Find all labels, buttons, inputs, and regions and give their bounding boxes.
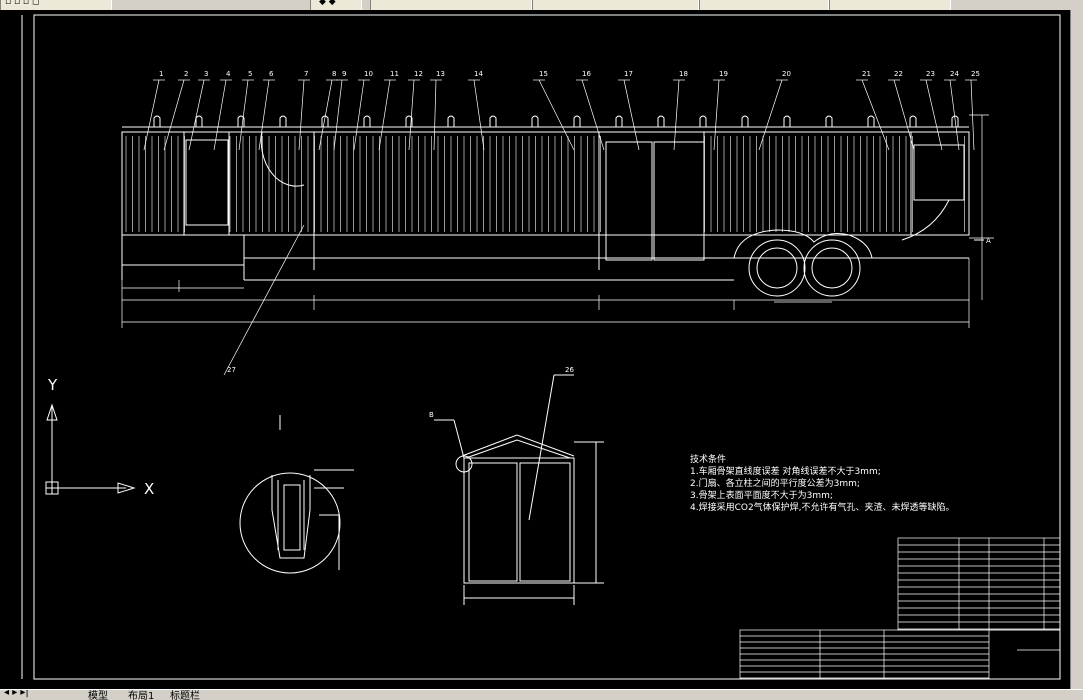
vertical-scrollbar[interactable] [1070, 10, 1083, 689]
drawing-border [33, 14, 1061, 680]
balloon-25: 25 [971, 70, 980, 78]
balloon-27: 27 [227, 366, 236, 374]
view-a-label: A [986, 237, 991, 245]
toolbar-icons: ▫ ▫ ▫ ◻ [5, 0, 40, 7]
balloon-4: 4 [226, 70, 231, 78]
balloon-5: 5 [248, 70, 252, 78]
tab-nav-icons[interactable]: ◂ ▸ ▸| [4, 689, 29, 698]
note-item: 3.骨架上表面平面度不大于为3mm; [690, 491, 833, 501]
ucs-icon [45, 403, 136, 495]
balloon-10: 10 [364, 70, 373, 78]
balloon-15: 15 [539, 70, 548, 78]
balloon-22: 22 [894, 70, 903, 78]
x-axis-label: X [144, 480, 155, 498]
balloon-17: 17 [624, 70, 633, 78]
balloon-23: 23 [926, 70, 935, 78]
balloon-19: 19 [719, 70, 728, 78]
toolbar-strip: ▫ ▫ ▫ ◻ ◆ ◆ [0, 0, 1083, 10]
title-block [739, 537, 1061, 680]
note-item: 4.焊接采用CO2气体保护焊,不允许有气孔、夹渣、未焊透等缺陷。 [690, 503, 955, 513]
y-axis-label: Y [48, 376, 58, 394]
layer-dropdown[interactable] [370, 0, 532, 10]
balloon-24: 24 [950, 70, 959, 78]
tab-model[interactable]: 模型 [88, 691, 108, 700]
notes-title: 技术条件 [690, 455, 727, 465]
toolbar-group-tools[interactable]: ◆ ◆ [310, 0, 362, 10]
linetype-dropdown[interactable] [532, 0, 699, 10]
balloon-12: 12 [414, 70, 423, 78]
balloon-6: 6 [269, 70, 274, 78]
toolbar-icons: ◆ ◆ [319, 0, 336, 7]
note-item: 2.门扇、各立柱之间的平行度公差为3mm; [690, 479, 860, 489]
balloon-1: 1 [159, 70, 163, 78]
note-item: 1.车厢骨架直线度误差 对角线误差不大于3mm; [690, 467, 881, 477]
trailer-side-view [121, 79, 994, 376]
balloon-21: 21 [862, 70, 871, 78]
balloon-16: 16 [582, 70, 591, 78]
balloon-9: 9 [342, 70, 346, 78]
layout-tabs-bar: ◂ ▸ ▸| 模型 布局1 标题栏 [0, 689, 1083, 700]
left-edge [0, 10, 14, 689]
tab-titleblock[interactable]: 标题栏 [170, 691, 200, 700]
cad-drawing: 1234567891011121314151617181920212223242… [21, 14, 1061, 680]
balloon-26: 26 [565, 366, 574, 374]
rear-end-view [434, 374, 604, 605]
tab-layout1[interactable]: 布局1 [128, 691, 155, 700]
balloon-11: 11 [390, 70, 399, 78]
balloon-3: 3 [204, 70, 208, 78]
balloon-14: 14 [474, 70, 483, 78]
balloon-13: 13 [436, 70, 445, 78]
balloon-8: 8 [332, 70, 336, 78]
balloon-7: 7 [304, 70, 308, 78]
technical-notes: 技术条件 1.车厢骨架直线度误差 对角线误差不大于3mm; 2.门扇、各立柱之间… [690, 454, 955, 514]
detail-b-view [239, 415, 354, 574]
detail-b-label: B [429, 411, 434, 419]
balloon-20: 20 [782, 70, 791, 78]
plotstyle-dropdown[interactable] [829, 0, 951, 10]
toolbar-group-standard[interactable]: ▫ ▫ ▫ ◻ [0, 0, 112, 10]
balloon-2: 2 [184, 70, 188, 78]
balloon-18: 18 [679, 70, 688, 78]
lineweight-dropdown[interactable] [699, 0, 829, 10]
